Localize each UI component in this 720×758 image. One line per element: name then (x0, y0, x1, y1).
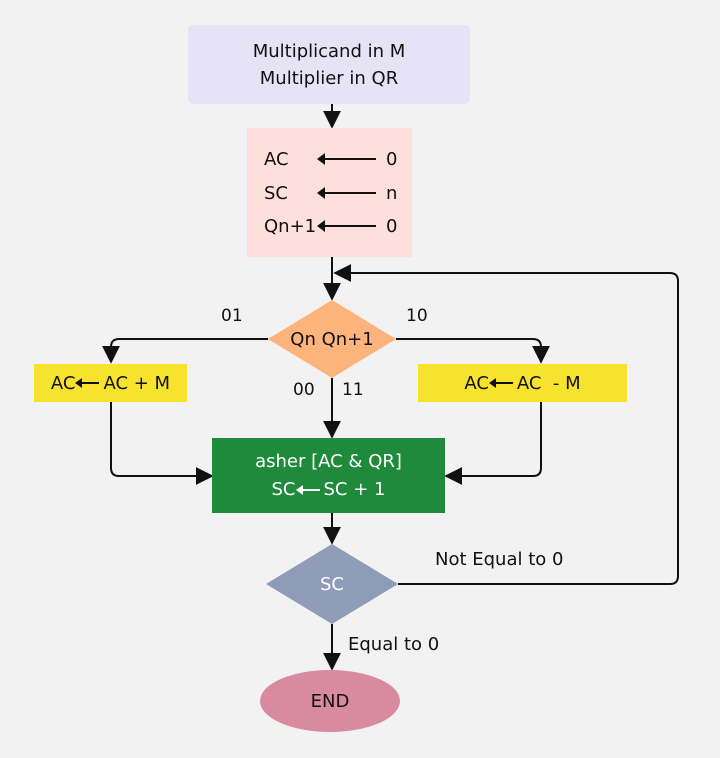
start-line-1: Multiplicand in M (252, 40, 406, 62)
end-text: END (310, 690, 350, 712)
shift-expression: SC SC + 1 (272, 476, 386, 504)
add-rhs: AC + M (103, 372, 171, 394)
decision-qn-label: Qn Qn+1 (268, 324, 396, 354)
decision-qn-text: Qn Qn+1 (290, 328, 374, 350)
init-row-value: 0 (386, 148, 398, 170)
end-label: END (260, 686, 400, 716)
start-box: Multiplicand in M Multiplier in QR (188, 25, 470, 104)
left-arrow-icon (295, 484, 320, 495)
branch-label-00: 00 (293, 380, 315, 400)
decision-sc-text: SC (320, 573, 344, 595)
subtract-lhs: AC (464, 372, 489, 394)
add-lhs: AC (50, 372, 76, 394)
add-box: AC AC + M (34, 364, 187, 402)
left-arrow-icon (317, 220, 376, 232)
left-arrow-icon (317, 153, 376, 165)
decision-sc-label: SC (266, 569, 398, 599)
decision-sc-shape (266, 544, 398, 624)
connector-decision-to-add (102, 338, 268, 364)
init-row-ac: AC 0 (264, 145, 397, 173)
init-row-value: n (386, 182, 398, 204)
init-row-name: Qn+1 (264, 215, 317, 237)
branch-label-10: 10 (406, 306, 428, 326)
connector-decision-to-sub (396, 338, 550, 364)
start-line-2: Multiplier in QR (259, 67, 399, 89)
decision-qn-shape (268, 300, 396, 378)
init-row-sc: SC n (264, 179, 397, 207)
init-box: AC 0 SC n Qn+1 0 (247, 128, 412, 257)
subtract-expression: AC AC - M (464, 373, 580, 394)
branch-label-11: 11 (342, 380, 364, 400)
init-row-qn1: Qn+1 0 (264, 212, 397, 240)
connector-add-to-shift (110, 402, 214, 485)
left-arrow-icon (317, 187, 376, 199)
subtract-box: AC AC - M (418, 364, 627, 402)
init-row-name: AC (264, 148, 289, 170)
left-arrow-icon (488, 378, 513, 388)
end-label-equal: Equal to 0 (348, 634, 440, 655)
init-row-name: SC (264, 182, 288, 204)
shift-rhs: SC + 1 (323, 478, 386, 500)
add-expression: AC AC + M (51, 373, 170, 394)
shift-lhs: SC (271, 478, 296, 500)
branch-label-01: 01 (221, 306, 243, 326)
connector-loop-back (333, 264, 679, 585)
left-arrow-icon (75, 378, 100, 388)
shift-box: asher [AC & QR] SC SC + 1 (212, 438, 445, 513)
loop-label-not-equal: Not Equal to 0 (435, 549, 564, 570)
end-shape (260, 670, 400, 732)
shift-line-1: asher [AC & QR] (255, 450, 402, 472)
subtract-rhs: AC - M (516, 372, 581, 394)
connector-sub-to-shift (444, 402, 542, 485)
init-row-value: 0 (386, 215, 398, 237)
